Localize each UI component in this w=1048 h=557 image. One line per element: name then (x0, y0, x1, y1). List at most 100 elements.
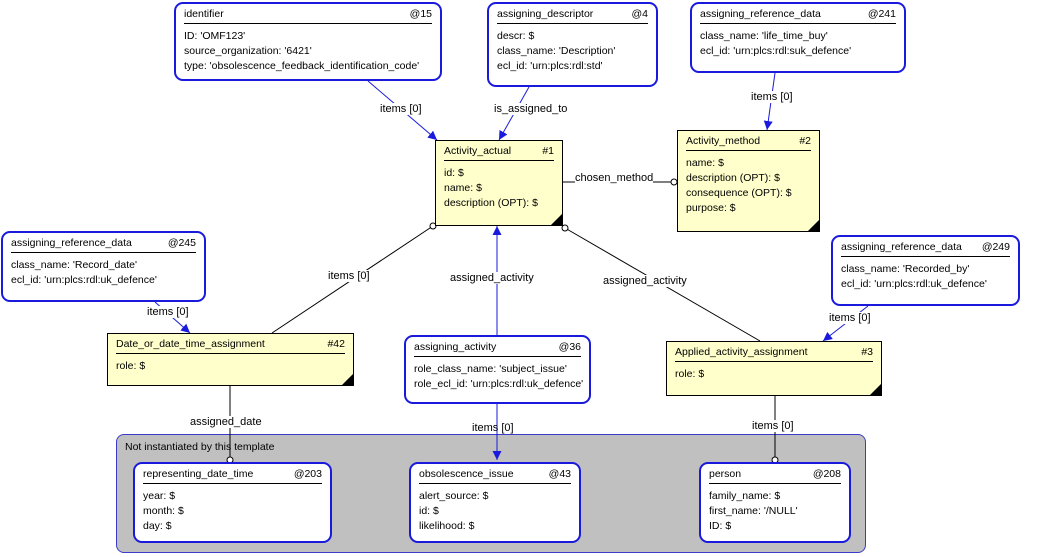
box-id: #1 (542, 145, 554, 157)
box-attribute: ID: 'OMF123' (184, 30, 246, 42)
corner-marker (551, 214, 562, 225)
assigning-reference-data-249-box[interactable]: assigning_reference_data @249 class_name: … (831, 235, 1020, 306)
box-divider (414, 356, 581, 357)
box-divider (184, 23, 432, 24)
label-items-issue: items [0] (472, 422, 514, 434)
box-attribute: consequence (OPT): $ (686, 187, 792, 199)
box-attribute: name: $ (686, 157, 724, 169)
box-header: assigning_reference_data @245 (11, 236, 196, 250)
box-attribute: likelihood: $ (419, 520, 475, 532)
label-items-ard245: items [0] (147, 306, 189, 318)
box-divider (841, 256, 1010, 257)
endpoint-date-activity (429, 222, 437, 230)
box-attribute: year: $ (143, 490, 176, 502)
box-title: Activity_actual (444, 145, 512, 157)
box-title: assigning_reference_data (700, 8, 821, 20)
box-divider (675, 361, 873, 362)
box-id: @245 (167, 237, 196, 249)
box-id: @208 (812, 468, 841, 480)
box-attribute: ecl_id: 'urn:plcs:rdl:uk_defence' (11, 274, 157, 286)
box-header: assigning_activity @36 (414, 340, 581, 354)
box-divider (709, 483, 841, 484)
box-id: @4 (631, 8, 649, 20)
region-label: Not instantiated by this template (125, 441, 275, 453)
box-attribute: purpose: $ (686, 202, 736, 214)
box-header: Applied_activity_assignment#3 (675, 345, 873, 359)
label-items-person: items [0] (752, 420, 794, 432)
box-attribute: description (OPT): $ (686, 172, 780, 184)
box-attribute: ecl_id: 'urn:plcs:rdl:suk_defence' (700, 45, 852, 57)
box-attribute: family_name: $ (709, 490, 781, 502)
box-title: assigning_reference_data (841, 241, 962, 253)
box-attribute: class_name: 'Recorded_by' (841, 263, 970, 275)
box-header: assigning_reference_data @249 (841, 240, 1010, 254)
label-items-ard249: items [0] (829, 312, 871, 324)
box-id: @43 (548, 468, 571, 480)
assigning-reference-data-241-box[interactable]: assigning_reference_data @241 class_name: … (690, 2, 906, 73)
box-divider (116, 353, 345, 354)
activity-method-entity[interactable]: Activity_method #2 name: $ description (OPT… (677, 130, 820, 232)
box-divider (444, 160, 554, 161)
box-header: assigning_descriptor @4 (497, 7, 648, 21)
box-header: identifier@15 (184, 7, 432, 21)
box-attribute: description (OPT): $ (444, 197, 538, 209)
box-id: @241 (867, 8, 896, 20)
box-attribute: name: $ (444, 182, 482, 194)
box-title: assigning_activity (414, 341, 497, 353)
box-title: Activity_method (686, 135, 761, 147)
box-header: Activity_actual #1 (444, 144, 554, 158)
label-assigned-date: assigned_date (190, 416, 262, 428)
label-items-date: items [0] (328, 270, 370, 282)
box-divider (686, 150, 811, 151)
corner-marker (870, 384, 881, 395)
box-attribute: role_ecl_id: 'urn:plcs:rdl:uk_defence' (414, 378, 584, 390)
box-attribute: source_organization: '6421' (184, 45, 312, 57)
assigning-reference-data-245-box[interactable]: assigning_reference_data @245 class_name: … (1, 231, 206, 302)
label-chosen-method: chosen_method (575, 172, 654, 184)
box-id: #2 (799, 135, 811, 147)
box-attribute: month: $ (143, 505, 184, 517)
label-assigned-activity-center: assigned_activity (450, 272, 534, 284)
box-title: person (709, 468, 742, 480)
box-id: @15 (409, 8, 432, 20)
box-attribute: ecl_id: 'urn:plcs:rdl:uk_defence' (841, 278, 987, 290)
box-header: assigning_reference_data @241 (700, 7, 896, 21)
box-attribute: type: 'obsolescence_feedback_identificat… (184, 60, 420, 72)
box-header: person @208 (709, 467, 841, 481)
box-title: assigning_descriptor (497, 8, 594, 20)
box-id: @249 (981, 241, 1010, 253)
box-id: @36 (558, 341, 581, 353)
box-attribute: ecl_id: 'urn:plcs:rdl:std' (497, 60, 603, 72)
box-id: @203 (293, 468, 322, 480)
label-items-ard241: items [0] (751, 91, 793, 103)
box-header: Date_or_date_time_assignment#42 (116, 337, 345, 351)
label-items-identifier: items [0] (380, 103, 422, 115)
box-attribute: role: $ (116, 360, 146, 372)
box-title: obsolescence_issue (419, 468, 514, 480)
box-header: Activity_method #2 (686, 134, 811, 148)
assigning-descriptor-box[interactable]: assigning_descriptor @4 descr: $ class_name… (487, 2, 658, 87)
box-header: obsolescence_issue @43 (419, 467, 571, 481)
date-or-date-time-assignment-entity[interactable]: Date_or_date_time_assignment#42 role: $ (107, 333, 354, 386)
box-title: Applied_activity_assignment (675, 346, 808, 358)
box-divider (143, 483, 322, 484)
corner-marker (342, 374, 353, 385)
box-divider (700, 23, 896, 24)
box-title: assigning_reference_data (11, 237, 132, 249)
box-attribute: class_name: 'Record_date' (11, 259, 137, 271)
endpoint-applied-activity (561, 224, 569, 232)
box-attribute: class_name: 'Description' (497, 45, 616, 57)
box-attribute: alert_source: $ (419, 490, 489, 502)
label-is-assigned-to: is_assigned_to (494, 103, 568, 115)
box-divider (497, 23, 648, 24)
box-attribute: class_name: 'life_time_buy' (700, 30, 828, 42)
box-divider (419, 483, 571, 484)
box-attribute: descr: $ (497, 30, 535, 42)
